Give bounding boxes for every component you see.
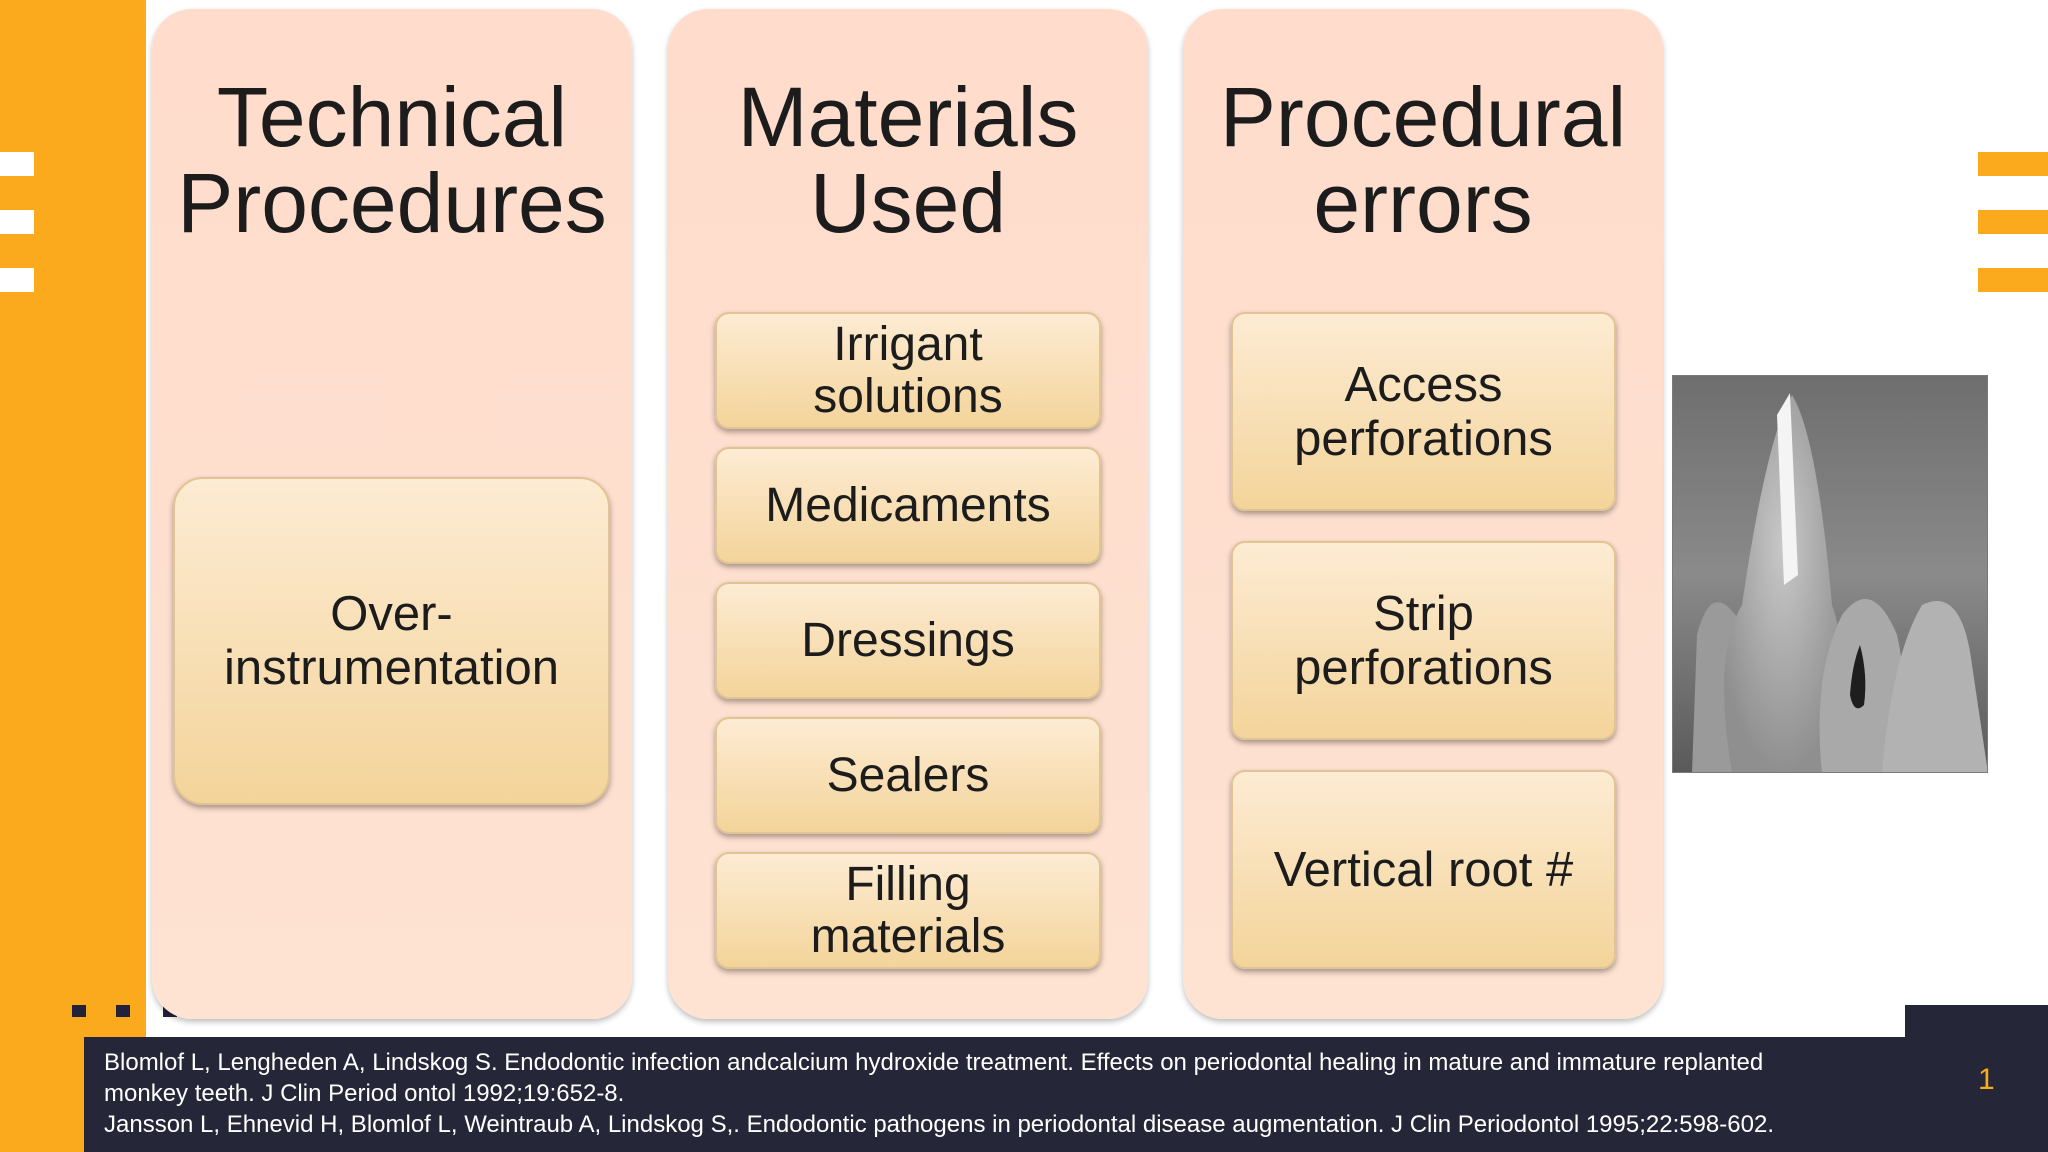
title-line: Procedural — [1219, 70, 1627, 164]
decor-dot — [116, 1005, 130, 1017]
right-tick-mark — [1978, 210, 2048, 234]
item-access-perforations: Access perforations — [1231, 312, 1616, 511]
item-label: materials — [810, 909, 1006, 963]
title-line: Materials — [737, 70, 1079, 164]
item-label: Dressings — [801, 613, 1015, 667]
item-irrigant-solutions: Irrigant solutions — [715, 312, 1101, 429]
item-strip-perforations: Strip perforations — [1231, 541, 1616, 740]
right-tick-mark — [1978, 268, 2048, 292]
title-line: Used — [809, 156, 1007, 250]
title-line: errors — [1313, 156, 1533, 250]
item-label: Access — [1344, 357, 1503, 412]
title-line: Technical — [216, 70, 568, 164]
left-accent-band — [0, 0, 146, 1152]
item-dressings: Dressings — [715, 582, 1101, 699]
column-procedural-errors: Procedural errors Access perforations St… — [1183, 9, 1663, 1019]
references-footer: Blomlof L, Lengheden A, Lindskog S. Endo… — [84, 1037, 1905, 1152]
item-medicaments: Medicaments — [715, 447, 1101, 564]
dental-xray-image — [1672, 375, 1988, 773]
item-label: solutions — [813, 369, 1003, 423]
dark-corner-block — [1905, 1005, 2048, 1152]
item-sealers: Sealers — [715, 717, 1101, 834]
column-title: Materials Used — [668, 74, 1148, 246]
decor-dot — [72, 1005, 86, 1017]
item-label: perforations — [1294, 411, 1553, 466]
item-label: Vertical root # — [1273, 842, 1574, 897]
title-line: Procedures — [177, 156, 607, 250]
left-tick-mark — [0, 268, 34, 292]
right-tick-mark — [1978, 152, 2048, 176]
column-title: Procedural errors — [1183, 74, 1663, 246]
item-label: Irrigant — [833, 317, 983, 371]
item-over-instrumentation: Over- instrumentation — [173, 477, 610, 805]
item-label: Strip — [1373, 586, 1474, 641]
item-label: instrumentation — [223, 641, 559, 695]
item-label: Medicaments — [765, 478, 1051, 532]
item-vertical-root-fracture: Vertical root # — [1231, 770, 1616, 969]
item-label: Sealers — [826, 748, 990, 802]
item-label: perforations — [1294, 640, 1553, 695]
item-label: Filling — [845, 857, 971, 911]
reference-line: monkey teeth. J Clin Period ontol 1992;1… — [104, 1080, 625, 1107]
reference-line: Jansson L, Ehnevid H, Blomlof L, Weintra… — [104, 1111, 1774, 1138]
column-materials-used: Materials Used Irrigant solutions Medica… — [668, 9, 1148, 1019]
column-title: Technical Procedures — [152, 74, 632, 246]
reference-line: Blomlof L, Lengheden A, Lindskog S. Endo… — [104, 1049, 1764, 1076]
item-filling-materials: Filling materials — [715, 852, 1101, 969]
left-tick-mark — [0, 152, 34, 176]
item-label: Over- — [330, 587, 453, 641]
slide-number: 1 — [1978, 1063, 1995, 1096]
left-tick-mark — [0, 210, 34, 234]
column-technical-procedures: Technical Procedures Over- instrumentati… — [152, 9, 632, 1019]
